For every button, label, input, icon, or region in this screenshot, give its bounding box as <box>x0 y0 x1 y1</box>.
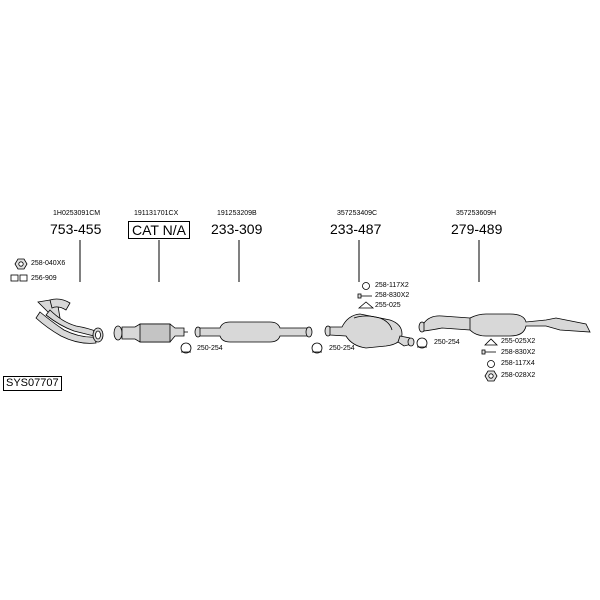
system-code-label: SYS07707 <box>3 376 62 391</box>
accessory-label-mid-ring[interactable]: 258-117X2 <box>375 282 409 289</box>
accessory-label-clamp-2[interactable]: 250-254 <box>329 345 355 352</box>
accessory-label-mid-bolt[interactable]: 258-830X2 <box>375 292 410 299</box>
accessory-label-clamp-3[interactable]: 250-254 <box>434 339 460 346</box>
accessory-label-rear-nut[interactable]: 258-028X2 <box>501 372 536 379</box>
hanger-icon <box>357 301 375 309</box>
part-number-manifold[interactable]: 753-455 <box>50 221 102 237</box>
hanger-icon <box>484 338 498 346</box>
front-pipe-part <box>194 321 313 343</box>
part-number-middle-silencer[interactable]: 233-487 <box>330 221 382 237</box>
clamp-icon <box>180 342 192 354</box>
oem-number-manifold: 1H0253091CM <box>53 210 101 217</box>
bolt-icon <box>357 293 372 299</box>
gasket-icon <box>10 274 28 282</box>
rear-silencer-part <box>418 313 591 337</box>
middle-silencer-part <box>324 313 415 349</box>
accessory-label-clamp-1[interactable]: 250-254 <box>197 345 223 352</box>
accessory-label-rear-ring[interactable]: 258-117X4 <box>501 360 535 367</box>
part-number-rear-silencer[interactable]: 279-489 <box>451 221 503 237</box>
oem-number-rear-silencer: 357253609H <box>456 210 497 217</box>
nut-icon <box>14 258 28 270</box>
accessory-label-rear-bolt[interactable]: 258-830X2 <box>501 349 536 356</box>
manifold-part <box>35 298 104 344</box>
catalytic-converter-part <box>113 323 188 343</box>
oem-number-middle-silencer: 357253409C <box>337 210 378 217</box>
oem-number-cat: 191131701CX <box>134 210 179 217</box>
ring-icon <box>362 282 370 290</box>
bolt-icon <box>481 349 496 355</box>
accessory-label-gasket-manifold[interactable]: 256-909 <box>31 275 57 282</box>
nut-icon <box>484 370 498 382</box>
part-number-cat[interactable]: CAT N/A <box>128 221 190 239</box>
accessory-label-mid-hanger[interactable]: 255-025 <box>375 302 401 309</box>
clamp-icon <box>311 342 323 354</box>
oem-number-front-pipe: 191253209B <box>217 210 257 217</box>
ring-icon <box>487 360 495 368</box>
accessory-label-rear-hanger[interactable]: 255-025X2 <box>501 338 536 345</box>
accessory-label-nut-manifold[interactable]: 258-040X6 <box>31 260 66 267</box>
clamp-icon <box>416 337 428 349</box>
part-number-front-pipe[interactable]: 233-309 <box>211 221 263 237</box>
